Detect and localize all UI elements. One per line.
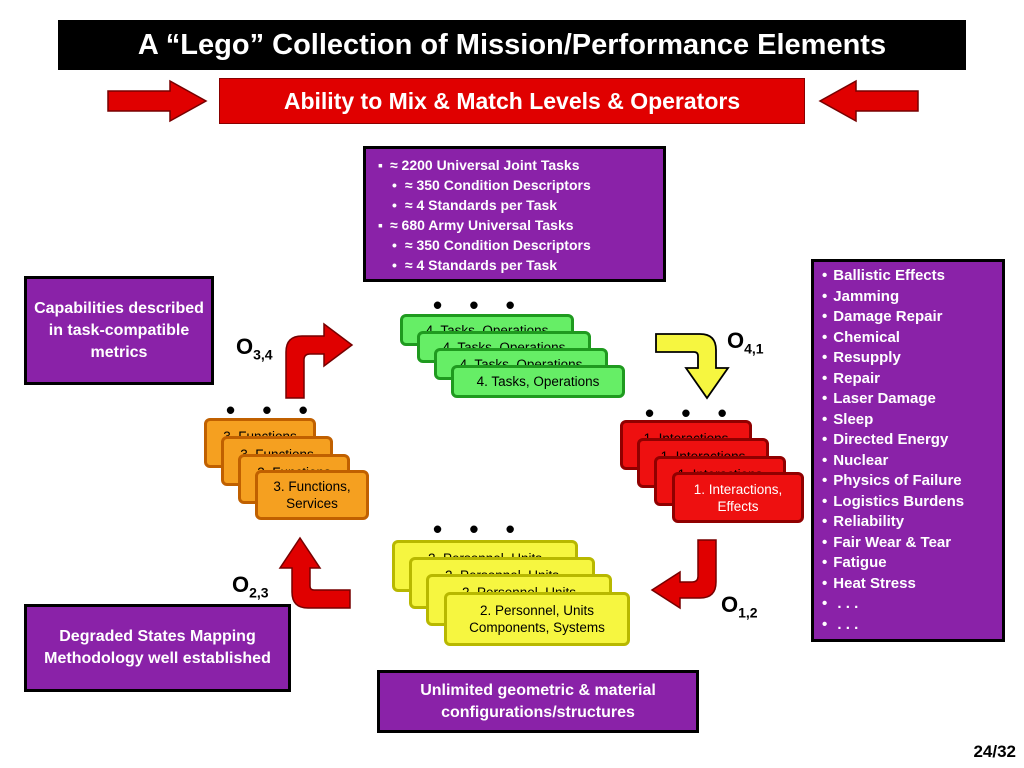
tasks-card-front: 4. Tasks, Operations — [451, 365, 625, 398]
degraded-states-box: Degraded States Mapping Methodology well… — [24, 604, 291, 692]
task-item: ≈ 350 Condition Descriptors — [374, 235, 655, 255]
ellipsis-personnel: • • • — [433, 514, 525, 544]
effect-item: Heat Stress — [822, 574, 994, 595]
effect-item: Physics of Failure — [822, 471, 994, 492]
functions-card-front: 3. Functions,Services — [255, 470, 369, 520]
effect-item: Jamming — [822, 287, 994, 308]
effect-item: Logistics Burdens — [822, 492, 994, 513]
left-arrow-icon — [818, 79, 919, 123]
effect-item: Nuclear — [822, 451, 994, 472]
operator-arrow-12-icon — [650, 539, 717, 610]
effect-item: Fatigue — [822, 553, 994, 574]
operator-arrow-23-icon — [278, 536, 351, 609]
task-item: ≈ 2200 Universal Joint Tasks — [374, 155, 655, 175]
geometric-configurations-box: Unlimited geometric & material configura… — [377, 670, 699, 733]
effect-item: Fair Wear & Tear — [822, 533, 994, 554]
universal-tasks-box: ≈ 2200 Universal Joint Tasks ≈ 350 Condi… — [363, 146, 666, 282]
effect-item: Directed Energy — [822, 430, 994, 451]
operator-label-12: O1,2 — [721, 592, 758, 621]
task-item: ≈ 350 Condition Descriptors — [374, 175, 655, 195]
effect-item: Chemical — [822, 328, 994, 349]
task-item: ≈ 680 Army Universal Tasks — [374, 215, 655, 235]
operator-label-41: O4,1 — [727, 328, 764, 357]
effect-item: . . . — [822, 594, 994, 615]
subtitle-banner: Ability to Mix & Match Levels & Operator… — [219, 78, 805, 124]
effect-item: Resupply — [822, 348, 994, 369]
task-item: ≈ 4 Standards per Task — [374, 195, 655, 215]
effect-item: . . . — [822, 615, 994, 636]
effect-item: Sleep — [822, 410, 994, 431]
operator-label-23: O2,3 — [232, 572, 269, 601]
effect-item: Ballistic Effects — [822, 266, 994, 287]
interactions-card-front: 1. Interactions,Effects — [672, 472, 804, 523]
capabilities-box: Capabilities described in task-compatibl… — [24, 276, 214, 385]
effect-item: Damage Repair — [822, 307, 994, 328]
task-item: ≈ 4 Standards per Task — [374, 255, 655, 275]
page-number: 24/32 — [973, 742, 1016, 761]
effect-item: Repair — [822, 369, 994, 390]
effect-item: Reliability — [822, 512, 994, 533]
right-arrow-icon — [107, 79, 208, 123]
operator-arrow-34-icon — [285, 322, 354, 399]
effect-item: Laser Damage — [822, 389, 994, 410]
effects-list: Ballistic Effects Jamming Damage Repair … — [811, 259, 1005, 642]
slide-title: A “Lego” Collection of Mission/Performan… — [58, 20, 966, 70]
operator-arrow-41-icon — [655, 333, 730, 400]
operator-label-34: O3,4 — [236, 334, 273, 363]
